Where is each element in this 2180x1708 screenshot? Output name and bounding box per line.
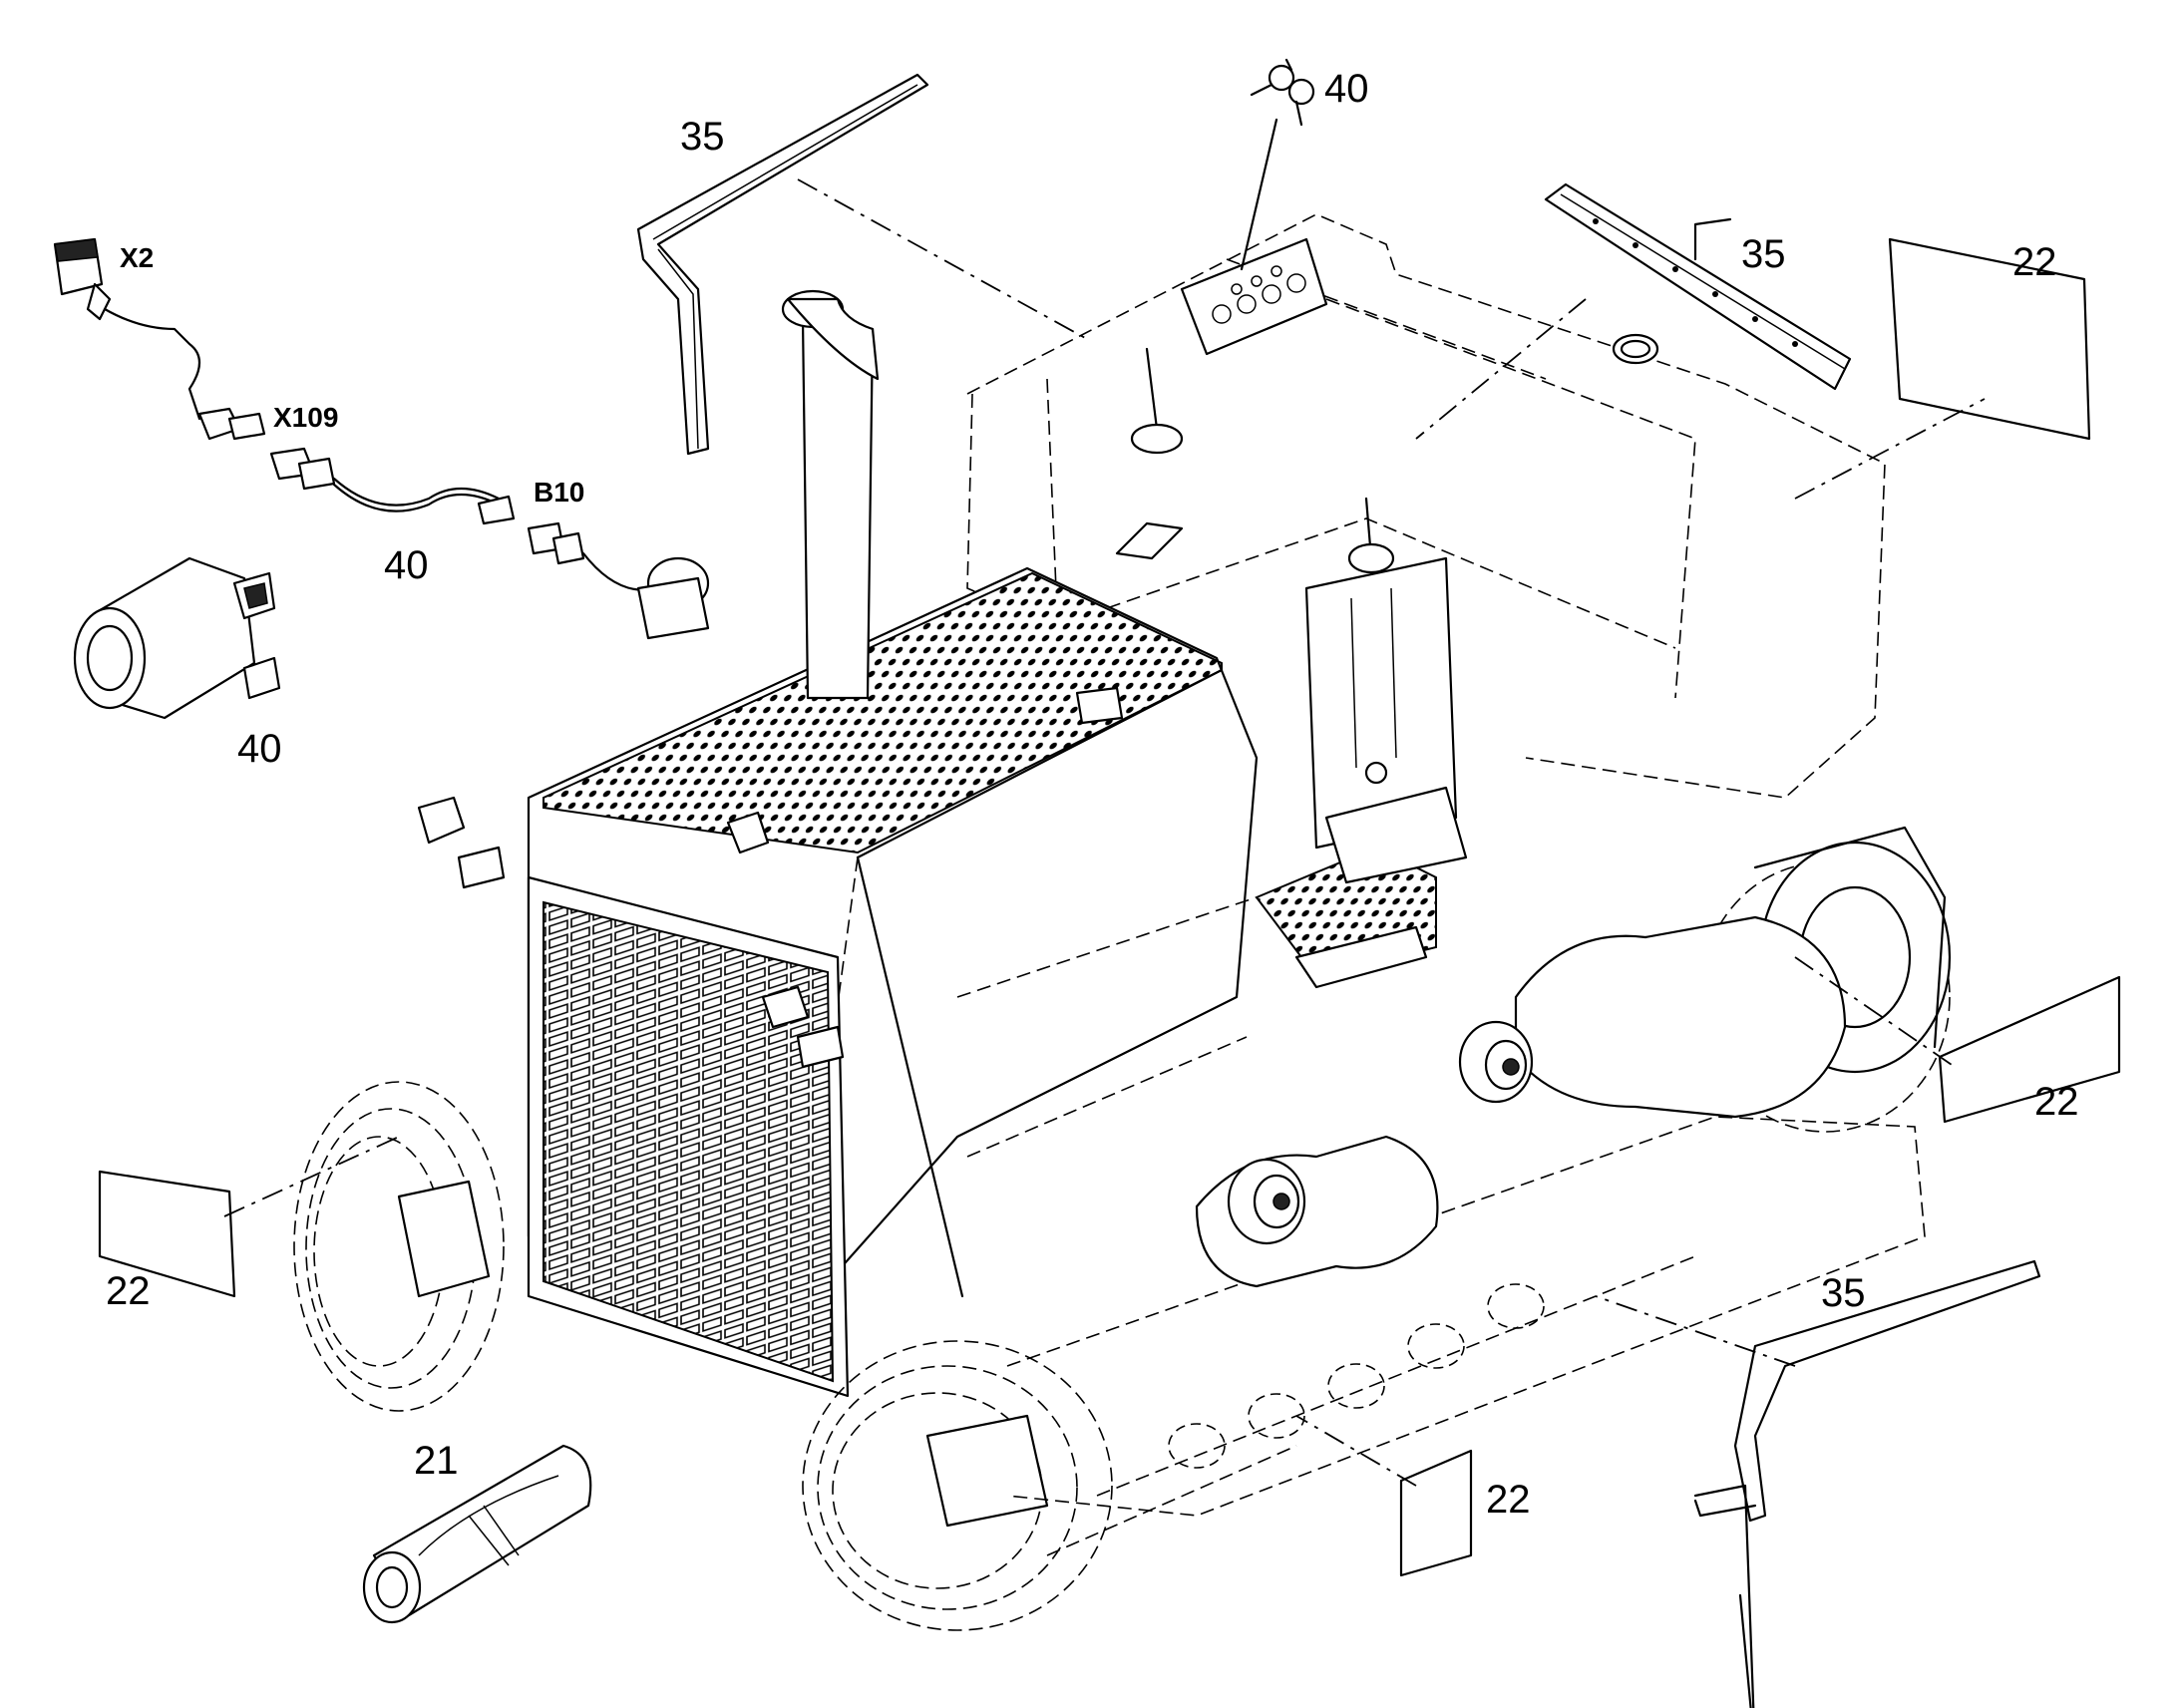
callout-22-right: 22	[2034, 1080, 2079, 1124]
track-assembly	[293, 826, 1952, 1631]
drive-motor-right	[1458, 1020, 1534, 1104]
part-21-roll	[362, 1444, 592, 1624]
part-35-right-strip	[1415, 182, 1852, 440]
drive-motor-left	[1227, 1158, 1306, 1245]
part-22-decal-bottom	[1295, 1415, 1473, 1577]
part-40-sensor-motor	[73, 556, 281, 720]
label-x2: X2	[120, 242, 154, 273]
x109-harness	[269, 447, 516, 525]
callout-21: 21	[414, 1439, 459, 1483]
x2-connector-harness	[53, 237, 266, 441]
callout-22-bottom: 22	[1486, 1478, 1531, 1522]
callout-40-key: 40	[1324, 67, 1369, 111]
part-22-decal-right	[1794, 956, 2121, 1124]
label-x109: X109	[273, 402, 338, 433]
callout-22-top-right: 22	[2012, 240, 2057, 284]
callout-35-bottom-right: 35	[1821, 1271, 1866, 1315]
callout-35-right: 35	[1741, 232, 1786, 276]
callout-22-left: 22	[106, 1269, 151, 1313]
callout-35-top: 35	[680, 115, 725, 159]
callout-40-sensor: 40	[237, 727, 282, 771]
part-35-bottom-right-bracket	[1595, 1259, 2041, 1708]
part-40-keys	[1240, 58, 1315, 271]
part-22-decal-left	[98, 1136, 400, 1298]
part-22-decal-top-right	[1794, 237, 2091, 500]
callout-40-harness: 40	[384, 543, 429, 587]
b10-sensor	[527, 521, 710, 640]
dozer-body	[417, 213, 1886, 1398]
part-35-top-bracket	[636, 73, 1088, 456]
label-b10: B10	[534, 477, 584, 508]
